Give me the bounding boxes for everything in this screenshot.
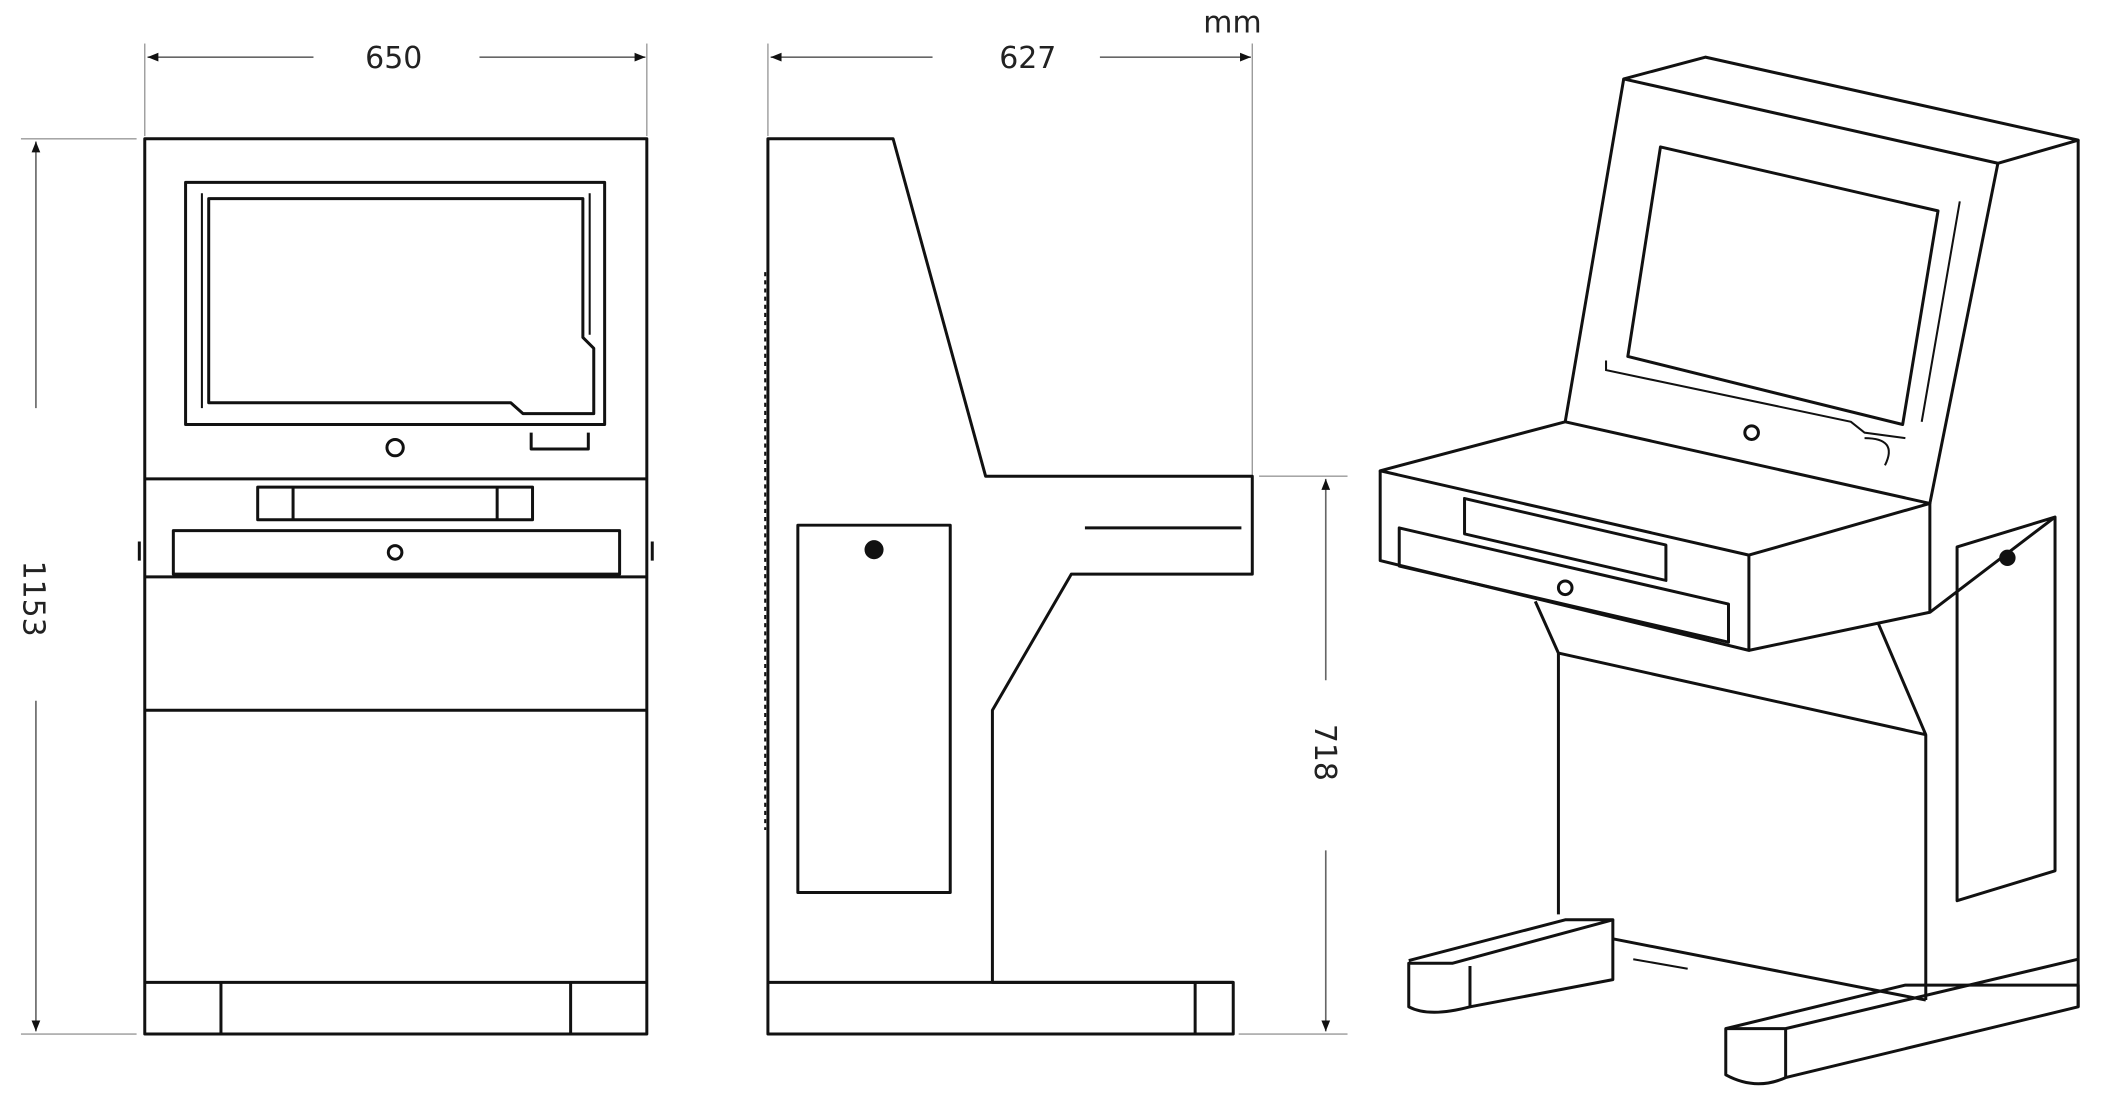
dimension-front-width: 650 <box>144 41 648 137</box>
side-depth-label: 627 <box>999 41 1056 76</box>
total-height-label: 1153 <box>16 561 51 637</box>
front-view <box>137 137 654 1036</box>
side-view <box>764 137 1254 1036</box>
dimension-desk-height: 718 <box>1238 475 1348 1035</box>
unit-label: mm <box>1203 6 1261 41</box>
dimension-total-height: 1153 <box>16 138 137 1035</box>
front-width-label: 650 <box>365 41 422 76</box>
isometric-view <box>1378 55 2080 1086</box>
desk-height-label: 718 <box>1307 724 1342 781</box>
dimension-side-depth: 627 <box>767 41 1253 477</box>
power-button-icon <box>385 437 405 458</box>
